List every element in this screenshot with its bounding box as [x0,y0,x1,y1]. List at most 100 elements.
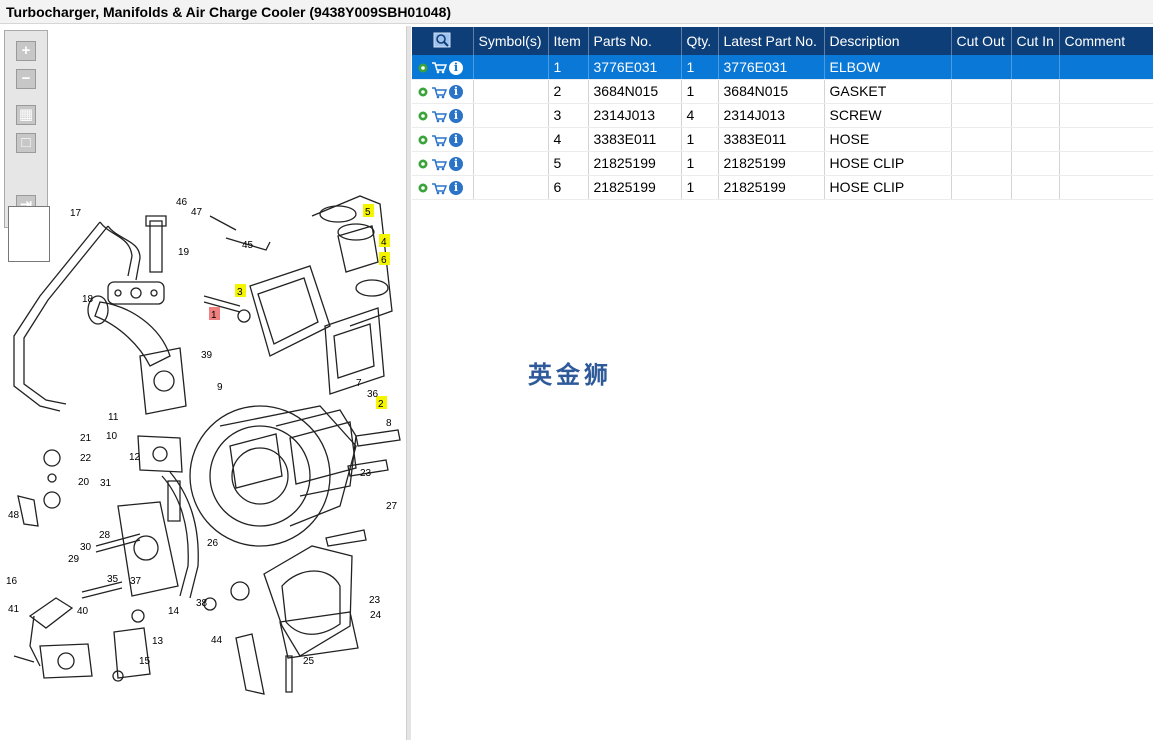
latest-part-no-cell: 21825199 [718,151,825,176]
column-header-cut-in[interactable]: Cut In [1011,27,1060,55]
cut-out-cell [951,175,1012,200]
svg-text:19: 19 [178,247,190,258]
cut-out-cell [951,79,1012,104]
svg-text:17: 17 [70,208,82,219]
comment-cell [1059,127,1153,152]
svg-text:28: 28 [99,530,111,541]
qty-cell: 1 [681,151,719,176]
item-cell: 1 [548,55,589,80]
parts-no-cell: 3383E011 [588,127,682,152]
comment-cell [1059,55,1153,80]
cut-out-cell [951,55,1012,80]
svg-text:6: 6 [381,255,387,266]
cut-out-cell [951,103,1012,128]
svg-text:38: 38 [196,598,208,609]
svg-text:48: 48 [8,510,20,521]
svg-text:3: 3 [237,287,243,298]
column-header-latest-part-no[interactable]: Latest Part No. [718,27,825,55]
symbols-cell [473,151,549,176]
svg-text:45: 45 [242,240,254,251]
svg-text:36: 36 [367,389,379,400]
svg-text:2: 2 [378,399,384,410]
cut-in-cell [1011,127,1060,152]
cut-in-cell [1011,79,1060,104]
cut-in-cell [1011,103,1060,128]
column-header-qty[interactable]: Qty. [681,27,719,55]
info-icon[interactable]: i [449,181,463,196]
description-cell: ELBOW [824,55,952,80]
svg-text:23: 23 [369,595,381,606]
grid-header-row: Symbol(s) Item Parts No. Qty. Latest Par… [412,27,1153,55]
svg-text:37: 37 [130,576,142,587]
gear-icon[interactable] [417,86,429,98]
description-cell: GASKET [824,79,952,104]
fit-page-icon[interactable]: □ [16,133,36,153]
column-header-description[interactable]: Description [824,27,952,55]
svg-text:12: 12 [129,452,141,463]
search-icon[interactable] [433,32,451,48]
info-icon[interactable]: i [449,85,463,100]
gear-icon[interactable] [417,62,429,74]
gear-icon[interactable] [417,110,429,122]
svg-text:25: 25 [303,656,315,667]
item-cell: 3 [548,103,589,128]
fit-grid-icon[interactable]: ▦ [16,105,36,125]
cart-icon[interactable] [431,134,447,147]
svg-text:29: 29 [68,554,80,565]
parts-no-cell: 3776E031 [588,55,682,80]
info-icon[interactable]: i [449,60,463,75]
svg-text:4: 4 [381,237,387,248]
cart-icon[interactable] [431,110,447,123]
cart-icon[interactable] [431,86,447,99]
row-actions-cell: i [412,55,474,80]
qty-cell: 1 [681,79,719,104]
description-cell: SCREW [824,103,952,128]
zoom-in-icon[interactable]: + [16,41,36,61]
svg-text:27: 27 [386,501,398,512]
cart-icon[interactable] [431,61,447,74]
row-actions-cell: i [412,79,474,104]
latest-part-no-cell: 2314J013 [718,103,825,128]
svg-text:11: 11 [108,412,119,423]
svg-text:46: 46 [176,197,188,208]
svg-text:31: 31 [100,478,112,489]
column-header-cut-out[interactable]: Cut Out [951,27,1012,55]
item-cell: 6 [548,175,589,200]
svg-text:10: 10 [106,431,118,442]
cart-icon[interactable] [431,158,447,171]
column-header-item[interactable]: Item [548,27,589,55]
column-header-symbols[interactable]: Symbol(s) [473,27,549,55]
gear-icon[interactable] [417,182,429,194]
gear-icon[interactable] [417,158,429,170]
description-cell: HOSE CLIP [824,175,952,200]
item-cell: 4 [548,127,589,152]
column-header-parts-no[interactable]: Parts No. [588,27,682,55]
svg-text:44: 44 [211,635,223,646]
cart-icon[interactable] [431,182,447,195]
zoom-out-icon[interactable]: − [16,69,36,89]
svg-text:16: 16 [6,576,18,587]
latest-part-no-cell: 21825199 [718,175,825,200]
panel-splitter[interactable] [406,26,411,740]
gear-icon[interactable] [417,134,429,146]
latest-part-no-cell: 3776E031 [718,55,825,80]
latest-part-no-cell: 3383E011 [718,127,825,152]
svg-text:47: 47 [191,207,203,218]
description-cell: HOSE [824,127,952,152]
info-icon[interactable]: i [449,157,463,172]
svg-text:30: 30 [80,542,92,553]
qty-cell: 4 [681,103,719,128]
column-header-tools[interactable] [412,27,474,55]
info-icon[interactable]: i [449,133,463,148]
info-icon[interactable]: i [449,109,463,124]
column-header-comment[interactable]: Comment [1059,27,1153,55]
item-cell: 5 [548,151,589,176]
